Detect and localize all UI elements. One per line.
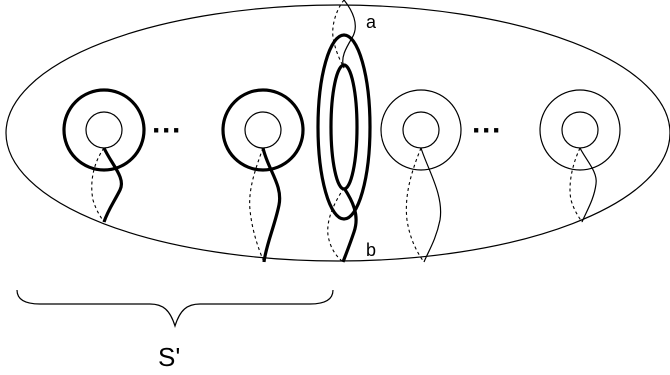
handle-2-outer-circle <box>221 88 305 172</box>
handle-1-arc-dashed <box>91 147 105 223</box>
label-b: b <box>366 240 376 260</box>
handle-1 <box>62 88 146 223</box>
handle-4-inner-circle <box>561 111 599 149</box>
handle-3-arc-solid <box>420 147 442 263</box>
curve-a-dashed <box>332 0 345 69</box>
handle-1-arc-solid <box>102 147 123 223</box>
handle-4 <box>539 89 621 223</box>
handle-2 <box>221 88 305 263</box>
curve-b-solid <box>341 187 358 263</box>
handle-4-arc-dashed <box>569 147 583 223</box>
handle-3-arc-dashed <box>405 147 425 263</box>
handle-2-arc-dashed <box>249 147 265 263</box>
handle-2-inner-circle <box>244 111 282 149</box>
handle-3-outer-circle <box>380 89 462 171</box>
curve-b-dashed <box>327 187 345 263</box>
handle-1-inner-circle <box>85 111 123 149</box>
ellipsis-right: ··· <box>472 114 502 147</box>
handle-4-outer-circle <box>539 89 621 171</box>
handle-2-arc-solid <box>261 147 282 263</box>
label-a: a <box>366 12 377 32</box>
handle-1-outer-circle <box>62 88 146 172</box>
central-inner-loop <box>329 63 359 191</box>
ellipsis-left: ··· <box>152 114 182 147</box>
surface-ellipse <box>5 4 670 262</box>
brace <box>16 289 334 329</box>
curve-a-solid <box>342 0 356 69</box>
central-handle <box>316 0 372 263</box>
handle-4-arc-solid <box>579 147 597 223</box>
brace-label: S' <box>158 342 180 372</box>
handle-3-inner-circle <box>402 111 440 149</box>
handle-3 <box>380 89 462 263</box>
central-outer-loop <box>316 33 372 221</box>
